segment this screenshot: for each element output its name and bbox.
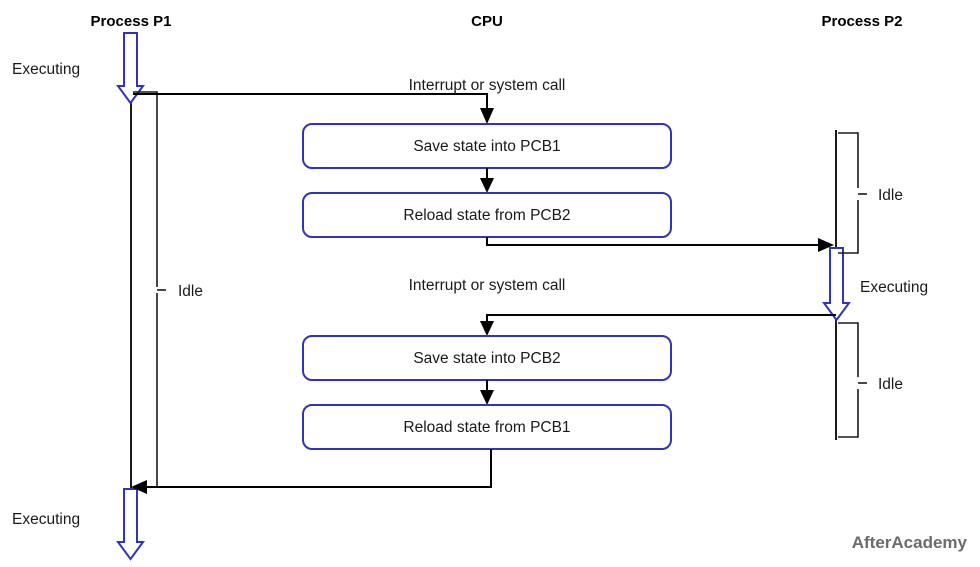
column-header-process-p2: Process P2 (822, 13, 903, 30)
cpu-step-label-save-pcb1: Save state into PCB1 (413, 138, 560, 155)
flow-p1-to-cpu-1 (133, 93, 488, 110)
p2-idle-bracket-top (838, 132, 859, 254)
cpu-step-label-reload-pcb2: Reload state from PCB2 (403, 207, 570, 224)
cpu-step-label-reload-pcb1: Reload state from PCB1 (403, 419, 570, 436)
arrowhead-p1-resume (131, 480, 147, 494)
flow-cpu-to-p1 (147, 449, 492, 488)
flow-p2-to-cpu (486, 314, 836, 323)
state-label-p2-idle-bottom: Idle (878, 376, 903, 393)
state-label-p1-executing-bottom: Executing (12, 511, 80, 528)
cpu-step-label-save-pcb2: Save state into PCB2 (413, 350, 560, 367)
cpu-step-box-reload-pcb1 (302, 404, 672, 450)
arrowhead-cpu-reload-pcb2 (480, 178, 494, 193)
state-label-p1-idle: Idle (178, 283, 203, 300)
transition-label-interrupt-1: Interrupt or system call (409, 77, 566, 94)
watermark: AfterAcademy (852, 533, 968, 552)
state-label-p2-idle-top: Idle (878, 187, 903, 204)
state-label-p2-executing: Executing (860, 279, 928, 296)
state-label-p1-executing-top: Executing (12, 61, 80, 78)
column-header-cpu: CPU (471, 13, 503, 30)
arrowhead-cpu-save-pcb2 (480, 321, 494, 336)
p2-executing-arrow (822, 247, 851, 322)
column-header-process-p1: Process P1 (91, 13, 172, 30)
p1-executing-arrow-bottom (116, 488, 145, 561)
arrowhead-cpu-save-pcb1 (480, 108, 494, 124)
transition-label-interrupt-2: Interrupt or system call (409, 277, 566, 294)
arrowhead-p2-start (818, 238, 834, 252)
p1-idle-bracket (133, 91, 158, 488)
arrowhead-cpu-reload-pcb1 (480, 390, 494, 405)
p2-idle-bracket-bottom (838, 322, 859, 438)
flow-cpu-to-p2 (486, 237, 818, 246)
